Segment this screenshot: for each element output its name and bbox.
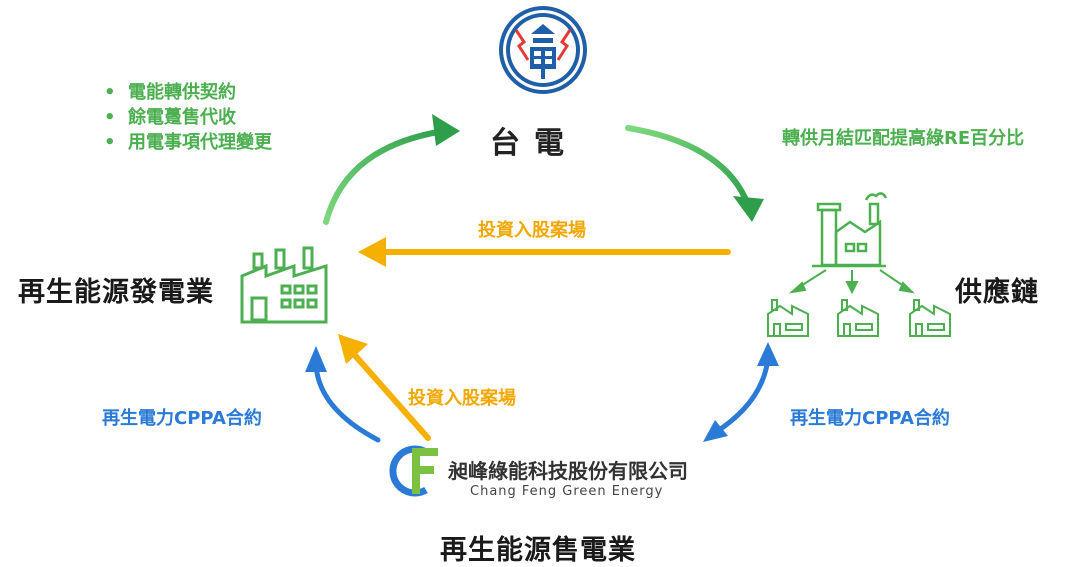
arrowhead-cppa-left: [305, 346, 327, 372]
arrow-cppa-right: [713, 355, 771, 435]
cppa-left-label: 再生電力CPPA合約: [102, 408, 262, 429]
arrow-retailer-to-generator: [349, 349, 431, 441]
branch-arrows: [788, 269, 915, 295]
taipower-logo: [499, 6, 587, 94]
small-factory-icon-3: [909, 299, 951, 337]
company-name: 昶峰綠能科技股份有限公司: [448, 459, 688, 483]
arrow-taipower-to-chain: [625, 125, 751, 208]
chang-feng-logo: [389, 445, 438, 497]
supply-chain-label: 供應鏈: [955, 277, 1039, 308]
supply-chain-main-factory-icon: [812, 192, 888, 268]
cppa-right-label: 再生電力CPPA合約: [790, 408, 950, 429]
arrowhead-cppa-right-bottom: [703, 420, 728, 442]
taipower-name: 台電: [490, 126, 578, 161]
factory-icon: [240, 246, 328, 324]
arrowhead-retailer-to-generator: [338, 334, 368, 364]
generator-label: 再生能源發電業: [18, 277, 214, 308]
arrowhead-cppa-right-top: [757, 342, 779, 366]
arrowhead-chain-to-generator: [358, 237, 386, 267]
list-item: •餘電躉售代收: [104, 107, 236, 128]
arrowhead-generator-to-taipower: [432, 114, 460, 146]
taipower-to-chain-note: 轉供月結匹配提高綠RE百分比: [782, 128, 1025, 149]
small-factory-icon-2: [837, 299, 879, 337]
taipower-services-list: •電能轉供契約 •餘電躉售代收 •用電事項代理變更: [100, 80, 272, 155]
arrow-cppa-left: [313, 362, 381, 443]
small-factory-icon-1: [767, 299, 809, 337]
company-name-en: Chang Feng Green Energy: [470, 484, 664, 499]
invest-top-label: 投資入股案場: [478, 220, 586, 241]
invest-bottom-label: 投資入股案場: [408, 388, 516, 409]
arrow-generator-to-taipower: [323, 127, 453, 225]
arrowhead-taipower-to-chain: [733, 196, 764, 222]
list-item: •用電事項代理變更: [104, 132, 272, 153]
list-item: •電能轉供契約: [104, 82, 236, 103]
retailer-label: 再生能源售電業: [440, 535, 636, 566]
